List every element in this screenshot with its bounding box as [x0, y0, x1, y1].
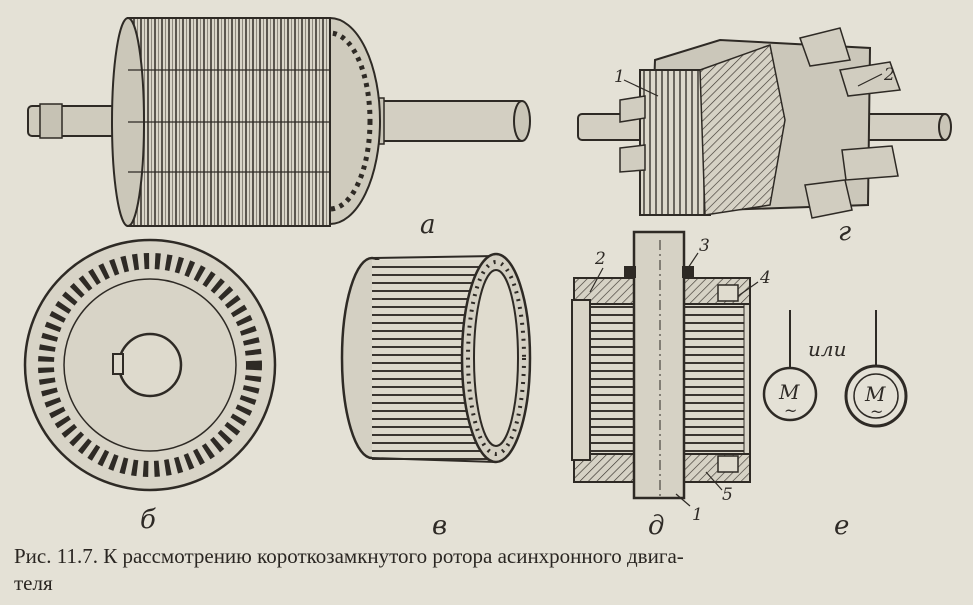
d-part-number-3: 3 [699, 236, 710, 256]
panel-v-squirrel-cage [342, 254, 530, 462]
panel-label-d: д [648, 511, 664, 541]
figure-caption: Рис. 11.7. К рассмотрению короткозамкнут… [14, 543, 959, 597]
motor-symbol-tilde-2: ~ [870, 402, 883, 421]
d-part-number-2: 2 [594, 249, 606, 269]
panel-label-a: а [420, 210, 436, 240]
d-part-number-4: 4 [759, 268, 771, 288]
panel-label-v: в [432, 511, 447, 541]
g-part-number-2: 2 [883, 65, 895, 85]
panel-d-section [572, 232, 758, 506]
panel-b-lamination-sheet [25, 240, 275, 490]
caption-line-1: Рис. 11.7. К рассмотрению короткозамкнут… [14, 544, 684, 568]
d-part-number-5: 5 [722, 485, 733, 505]
caption-line-2: теля [14, 571, 53, 595]
panel-label-g: г [838, 217, 851, 247]
motor-symbol-tilde-1: ~ [784, 401, 797, 420]
or-text: или [808, 337, 847, 361]
panel-label-b: б [140, 505, 156, 535]
d-part-number-1: 1 [692, 505, 703, 525]
panel-g-cage-rotor [578, 28, 951, 218]
panel-a-rotor-lamination [28, 18, 530, 226]
g-part-number-1: 1 [614, 67, 625, 87]
panel-label-e: е [834, 511, 849, 541]
